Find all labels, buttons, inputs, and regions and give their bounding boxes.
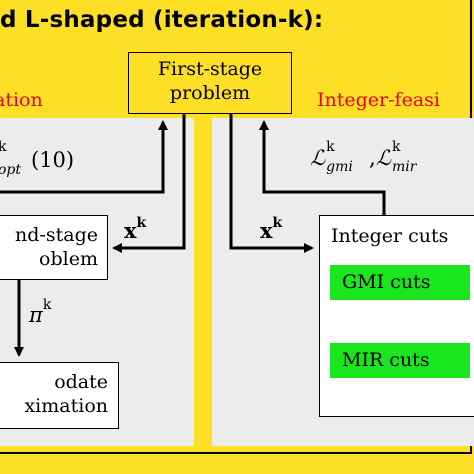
x-k-left-label: xk bbox=[124, 215, 147, 243]
gmi-sup: k bbox=[326, 139, 335, 155]
optimality-cut-label: k opt (10) bbox=[0, 139, 75, 178]
update-approximation-box: odate ximation bbox=[0, 362, 119, 429]
update-line1: odate bbox=[54, 371, 108, 393]
mir-set-symbol: ℒ bbox=[375, 146, 391, 170]
integer-cuts-box: Integer cuts GMI cuts MIR cuts bbox=[319, 215, 474, 417]
second-stage-line2: oblem bbox=[39, 248, 98, 270]
pi-base: π bbox=[29, 303, 43, 327]
mir-cuts-tag: MIR cuts bbox=[330, 343, 470, 378]
mir-sup: k bbox=[391, 139, 401, 155]
x-left-sup: k bbox=[136, 215, 147, 231]
first-stage-line2: problem bbox=[169, 82, 251, 104]
second-stage-problem-box: nd-stage oblem bbox=[0, 215, 108, 280]
gmi-sub: gmi bbox=[326, 159, 353, 175]
first-stage-line1: First-stage bbox=[157, 58, 263, 80]
opt-cut-arrow bbox=[0, 120, 168, 194]
x-left-base: x bbox=[124, 218, 137, 243]
xk-left-arrow bbox=[112, 114, 186, 253]
gmi-mir-arrow bbox=[259, 120, 386, 215]
gmi-mir-cuts-label: ℒ k gmi ,ℒ k mir bbox=[310, 139, 431, 175]
second-stage-line1: nd-stage bbox=[15, 224, 98, 246]
pi-sup: k bbox=[42, 297, 52, 313]
x-right-base: x bbox=[260, 218, 273, 243]
update-line2: ximation bbox=[24, 395, 108, 417]
gmi-mir-comma: , bbox=[369, 146, 376, 170]
x-right-sup: k bbox=[272, 215, 283, 231]
first-stage-problem-box: First-stage problem bbox=[128, 52, 292, 114]
diagram-title: d L-shaped (iteration-k): bbox=[0, 7, 324, 33]
opt-cut-arg: (10) bbox=[31, 148, 75, 172]
opt-cut-sup: k bbox=[0, 139, 7, 155]
gmi-cuts-tag: GMI cuts bbox=[330, 265, 470, 300]
right-section-label: Integer-feasi bbox=[317, 89, 440, 111]
opt-cut-sub: opt bbox=[0, 162, 22, 178]
left-section-label: ation bbox=[0, 89, 43, 111]
x-k-right-label: xk bbox=[260, 215, 283, 243]
mir-sub: mir bbox=[391, 159, 417, 175]
xk-right-arrow bbox=[229, 114, 314, 253]
pi-k-label: πk bbox=[29, 297, 51, 327]
gmi-set-symbol: ℒ bbox=[310, 146, 326, 170]
integer-cuts-title: Integer cuts bbox=[331, 225, 449, 247]
